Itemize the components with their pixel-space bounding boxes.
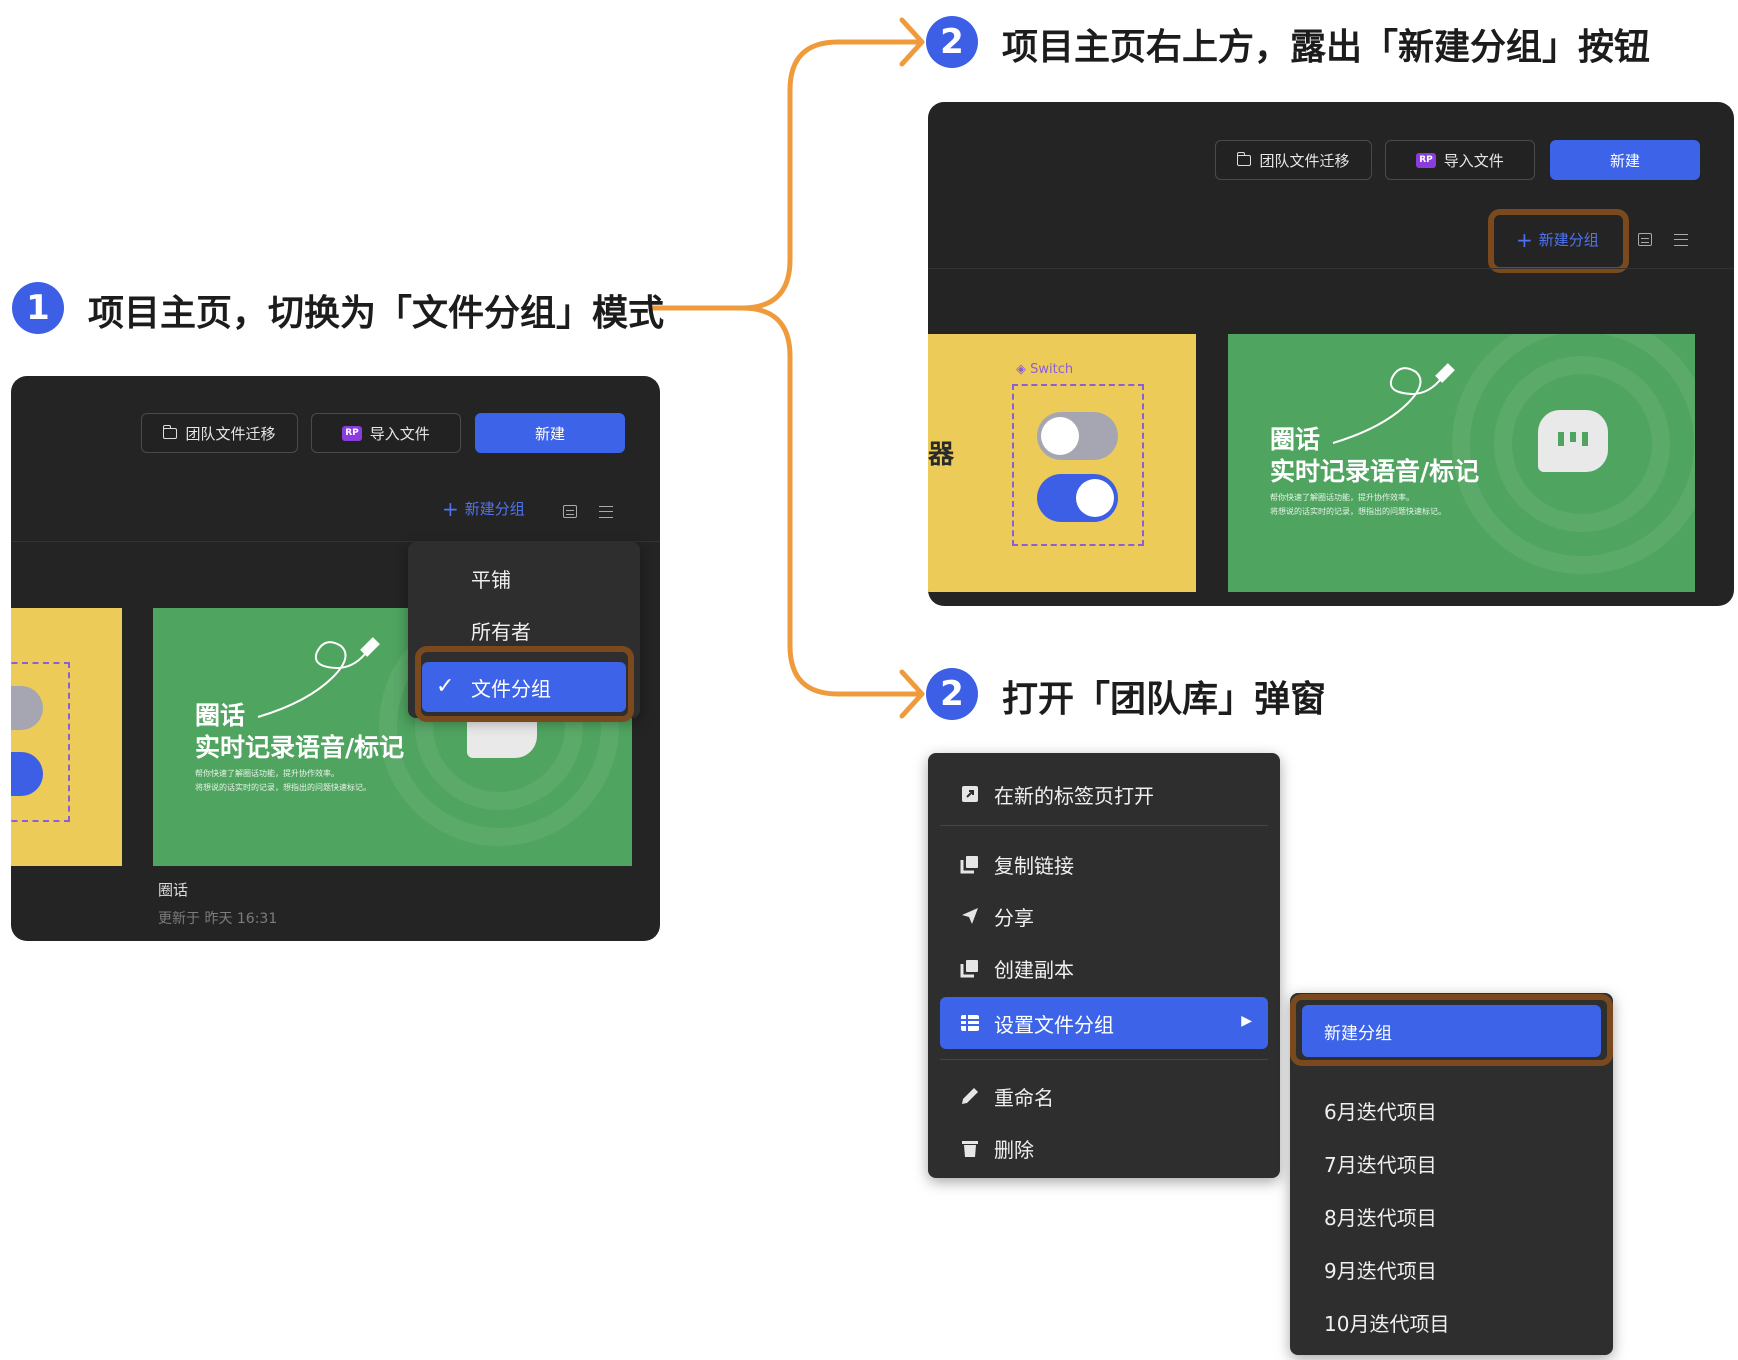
toolbar-divider [11,541,660,542]
submenu-arrow-icon: ▶ [1241,1013,1252,1029]
submenu-group-item[interactable]: 8月迭代项目 [1324,1205,1437,1230]
chat-bubble-icon [1538,410,1608,472]
menu-divider [940,825,1268,826]
highlight-file-group [415,646,634,722]
component-icon: ◈ [1016,362,1026,377]
menu-list-icon[interactable] [599,506,613,518]
card-sub-line1: 帮你快速了解圈话功能，提升协作效率。 [1270,493,1414,502]
toggle-on [1037,474,1118,522]
submenu-group-item[interactable]: 6月迭代项目 [1324,1099,1437,1124]
rp-icon: RP [1416,152,1436,168]
team-migrate-button[interactable]: 团队文件迁移 [141,413,298,453]
table-icon [960,1013,980,1033]
menu-list-icon[interactable] [1674,234,1688,246]
submenu-group-item[interactable]: 10月迭代项目 [1324,1311,1450,1336]
import-file-button[interactable]: RP 导入文件 [1385,140,1535,180]
quanhua-file-card[interactable]: 圈话 实时记录语音/标记 帮你快速了解圈话功能，提升协作效率。 将想说的话实时的… [1228,334,1695,592]
card-updated-time: 更新于 昨天 16:31 [158,911,278,927]
trash-icon [960,1138,980,1158]
step-1-badge: 1 [12,282,64,334]
submenu-group-item[interactable]: 9月迭代项目 [1324,1258,1437,1283]
menu-delete[interactable]: 删除 [928,1123,1280,1173]
view-toggle-icon[interactable] [1638,233,1652,246]
step-2b-text: 打开「团队库」弹窗 [1002,679,1327,720]
card-title-line1: 圈话 [195,701,246,730]
import-file-button[interactable]: RP 导入文件 [311,413,461,453]
team-migrate-button[interactable]: 团队文件迁移 [1215,140,1372,180]
step-2a-text: 项目主页右上方，露出「新建分组」按钮 [1002,27,1651,68]
menu-open-new-tab[interactable]: 在新的标签页打开 [928,769,1280,819]
card-sub-line2: 将想说的话实时的记录，想指出的问题快速标记。 [195,783,371,792]
new-button[interactable]: 新建 [475,413,625,453]
pen-squiggle-icon [1332,363,1455,444]
check-icon: ✓ [436,674,455,699]
yellow-file-card[interactable] [11,608,122,866]
pen-squiggle-icon [257,637,380,718]
submenu-group-item[interactable]: 7月迭代项目 [1324,1152,1437,1177]
new-button-label: 新建 [1609,151,1640,170]
toolbar-divider [928,268,1734,269]
view-option-owner[interactable]: 所有者 [471,619,531,644]
highlight-new-group [1488,209,1629,273]
team-migrate-label: 团队文件迁移 [185,424,276,443]
toggle-off [1037,412,1118,460]
card-title-line1: 圈话 [1270,425,1321,454]
plus-icon: + [442,496,459,521]
switch-frame [1012,384,1144,546]
new-group-button[interactable]: + 新建分组 [442,498,525,519]
step-2b-badge: 2 [926,668,978,720]
menu-divider [940,1059,1268,1060]
card-name: 圈话 [158,881,189,899]
team-migrate-label: 团队文件迁移 [1259,151,1350,170]
new-group-label: 新建分组 [1538,231,1599,249]
view-mode-dropdown: 平铺 所有者 ✓ 文件分组 [408,542,640,718]
new-group-label: 新建分组 [464,500,525,518]
menu-share[interactable]: 分享 [928,891,1280,941]
menu-set-file-group[interactable]: 设置文件分组 ▶ [940,997,1268,1049]
menu-copy-link[interactable]: 复制链接 [928,839,1280,889]
submenu-new-group[interactable]: 新建分组 [1302,1005,1601,1057]
project-home-panel-2: 团队文件迁移 RP 导入文件 新建 + 新建分组 器 ◈ Switch [928,102,1734,606]
project-home-panel-1: 团队文件迁移 RP 导入文件 新建 + 新建分组 圈话 实时记录语音/标记 帮你… [11,376,660,941]
view-option-file-group[interactable]: ✓ 文件分组 [422,662,626,712]
file-context-menu: 在新的标签页打开 复制链接 分享 创建副本 设置文件分组 ▶ 重命名 [928,753,1280,1178]
partial-title-char: 器 [928,440,955,470]
duplicate-icon [960,958,980,978]
view-toggle-icon[interactable] [563,505,577,518]
step-1-text: 项目主页，切换为「文件分组」模式 [88,293,665,334]
card-title-line2: 实时记录语音/标记 [1270,457,1480,486]
folder-icon [162,424,178,439]
card-title-line2: 实时记录语音/标记 [195,733,405,762]
new-group-button[interactable]: + 新建分组 [1516,229,1599,250]
card-sub-line2: 将想说的话实时的记录，想指出的问题快速标记。 [1270,507,1446,516]
view-option-tile[interactable]: 平铺 [471,567,511,592]
external-link-icon [960,784,980,804]
send-icon [960,906,980,926]
copy-icon [960,854,980,874]
yellow-file-card[interactable]: 器 ◈ Switch [928,334,1196,592]
highlight-new-group-submenu [1290,994,1613,1066]
import-file-label: 导入文件 [1443,151,1504,170]
new-button-label: 新建 [534,424,565,443]
switch-label: ◈ Switch [1016,362,1074,377]
menu-rename[interactable]: 重命名 [928,1071,1280,1121]
menu-duplicate[interactable]: 创建副本 [928,943,1280,993]
import-file-label: 导入文件 [369,424,430,443]
folder-icon [1236,151,1252,166]
switch-frame [11,662,70,822]
new-button[interactable]: 新建 [1550,140,1700,180]
group-submenu: 新建分组 6月迭代项目 7月迭代项目 8月迭代项目 9月迭代项目 10月迭代项目 [1290,993,1613,1355]
rp-icon: RP [342,425,362,441]
step-2a-badge: 2 [926,16,978,68]
pencil-icon [960,1086,980,1106]
card-sub-line1: 帮你快速了解圈话功能，提升协作效率。 [195,769,339,778]
plus-icon: + [1516,227,1533,252]
